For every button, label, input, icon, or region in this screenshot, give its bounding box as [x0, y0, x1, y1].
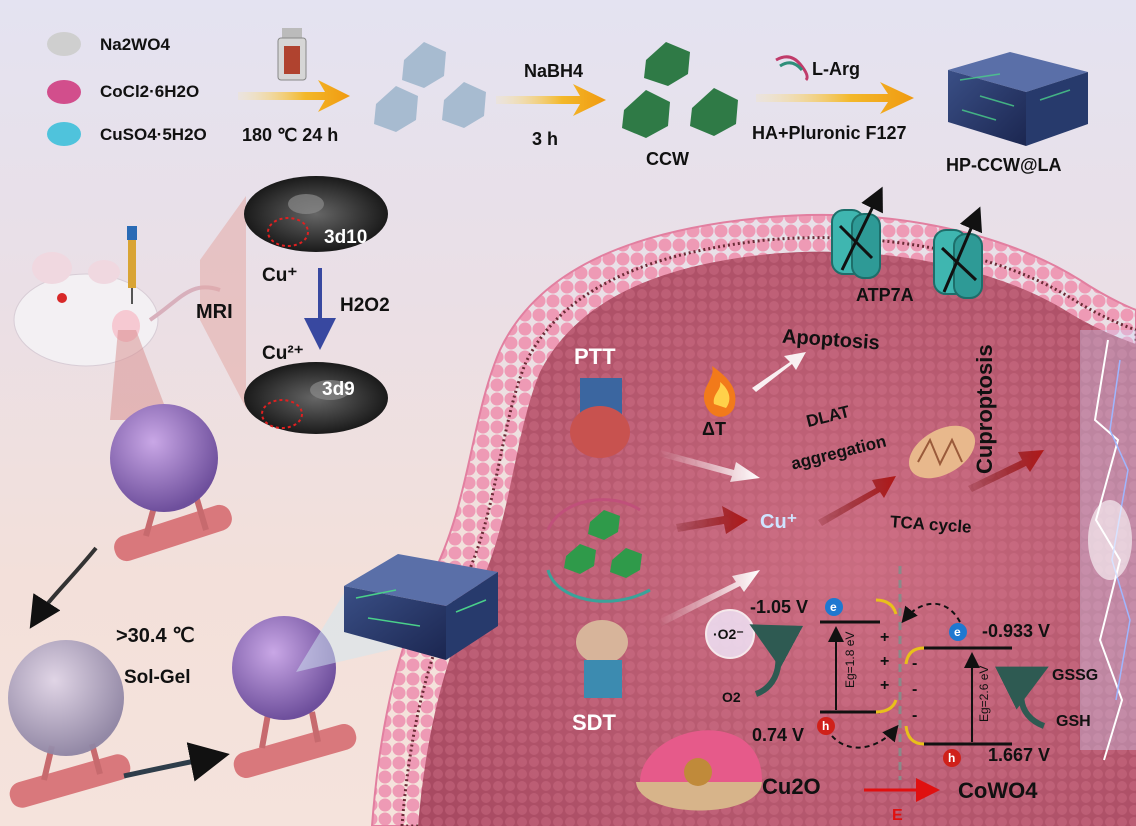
cu2o-bandgap-label: Eg=1.8 eV: [843, 631, 857, 688]
l-arg-label: L-Arg: [812, 59, 860, 79]
hydrogel-cube: [344, 554, 498, 660]
mri-3d10-label: 3d10: [324, 227, 368, 248]
cu2o-band-bend-top: [875, 598, 898, 615]
cu-2plus-label: Cu²⁺: [262, 343, 304, 364]
atp7a-transporter-right: [933, 206, 983, 299]
electron-right-icon: [949, 623, 967, 641]
hole-right-icon: [943, 749, 961, 767]
heat-flame-icon: [703, 366, 736, 417]
sdt-fist-icon: [576, 620, 628, 698]
charge-minus-2: -: [912, 681, 918, 698]
h2o2-label: H2O2: [340, 295, 390, 316]
electric-field-label: E: [892, 807, 903, 824]
ccw-label: CCW: [646, 149, 689, 169]
ccw-hexagons: [622, 42, 738, 138]
l-arg-icon: [775, 55, 809, 82]
arrow-hydrothermal: [238, 80, 350, 112]
gel-temperature: >30.4 ℃: [116, 625, 195, 647]
charge-minus-3: -: [912, 707, 918, 724]
band-diagram: [705, 566, 1049, 802]
cocl2-powder-icon: [47, 80, 81, 104]
reduction-time: 3 h: [532, 129, 559, 149]
hole-left-icon: [817, 717, 835, 735]
tumor-treated: [232, 616, 357, 779]
autoclave-icon: [277, 28, 307, 81]
reagent-na2wo4: Na2WO4: [100, 35, 170, 54]
na2wo4-powder-icon: [47, 32, 81, 56]
tumor-injected: [110, 404, 232, 562]
mri-3d9-label: 3d9: [322, 379, 355, 400]
hole-transfer-arrow: [831, 724, 899, 749]
injection-site-cone: [110, 330, 170, 420]
charge-plus-1: +: [880, 629, 890, 646]
hole-left-symbol: h: [822, 719, 830, 733]
tumor-gel: [8, 640, 131, 808]
charge-plus-2: +: [880, 653, 890, 670]
o2-reduction-arrow: [749, 624, 804, 697]
gssg-label: GSSG: [1052, 667, 1099, 684]
ptt-label: PTT: [574, 344, 616, 369]
electron-left-symbol: e: [830, 600, 837, 614]
nanoparticle-cutaway-icon: [636, 730, 762, 811]
cuproptosis-label: Cuproptosis: [972, 344, 997, 474]
superoxide-label: ·O2⁻: [713, 626, 744, 642]
mri-label: MRI: [196, 301, 233, 323]
electron-left-icon: [825, 598, 843, 616]
cu-ion-label: Cu⁺: [760, 511, 798, 533]
reagent-icons: [47, 32, 81, 146]
reagent-cocl2: CoCl2·6H2O: [100, 82, 200, 101]
arrow-to-treated: [123, 742, 230, 782]
hole-right-symbol: h: [948, 751, 956, 765]
arrow-cu-to-dlat: [818, 476, 896, 526]
nanoparticle-cluster: [546, 498, 651, 603]
syringe-icon: [127, 226, 137, 304]
cowo4-band-bend-bottom: [904, 725, 925, 746]
arrow-ptt-to-cu: [658, 450, 760, 482]
cowo4-cb-potential: -0.933 V: [982, 621, 1051, 641]
cu2o-vb-potential: 0.74 V: [752, 725, 805, 745]
cuso4-powder-icon: [47, 122, 81, 146]
arrow-to-gel: [29, 546, 98, 629]
heat-label: ΔT: [702, 419, 726, 439]
cowo4-bandgap-label: Eg=2.6 eV: [977, 665, 991, 722]
charge-minus-1: -: [912, 655, 918, 672]
sol-gel-label: Sol-Gel: [124, 667, 191, 688]
arrow-np-to-cu: [676, 506, 748, 534]
cowo4-band-bend-top: [904, 646, 925, 665]
arrow-coating: [756, 82, 914, 114]
hydrothermal-condition: 180 ℃ 24 h: [242, 125, 339, 145]
charge-plus-3: +: [880, 677, 890, 694]
coating-condition: HA+Pluronic F127: [752, 123, 907, 143]
precursor-hexagons: [374, 42, 486, 132]
atp7a-transporter-left: [831, 186, 883, 279]
hp-ccw-la-label: HP-CCW@LA: [946, 155, 1062, 175]
ptt-fist-icon: [570, 378, 630, 458]
arrow-sdt-to-cu: [658, 570, 760, 626]
cowo4-vb-potential: 1.667 V: [988, 745, 1051, 765]
electron-right-symbol: e: [954, 625, 961, 639]
cu2o-cb-potential: -1.05 V: [750, 597, 809, 617]
arrow-heat-to-apoptosis: [752, 352, 806, 392]
mri-projection-cone: [200, 196, 246, 408]
cu2o-band-bend-bottom: [875, 699, 898, 714]
gsh-oxidation-arrow: [995, 666, 1049, 729]
mri-scan-top: [244, 176, 388, 252]
lightning-icon: [1080, 330, 1136, 761]
atp7a-label: ATP7A: [856, 285, 914, 305]
hp-ccw-la-cube: [948, 52, 1088, 146]
reagent-cuso4: CuSO4·5H2O: [100, 125, 207, 144]
gsh-label: GSH: [1056, 713, 1091, 730]
cu2o-label: Cu2O: [762, 774, 821, 799]
cu-plus-label: Cu⁺: [262, 265, 298, 286]
mri-scan-bottom: [244, 362, 388, 434]
mitochondrion-icon: [908, 425, 976, 479]
sdt-label: SDT: [572, 710, 616, 735]
arrow-tca-to-cuproptosis: [968, 450, 1044, 492]
arrow-reduction: [496, 84, 606, 116]
reductant-label: NaBH4: [524, 61, 584, 81]
cowo4-label: CoWO4: [958, 778, 1038, 803]
oxygen-label: O2: [722, 689, 741, 705]
